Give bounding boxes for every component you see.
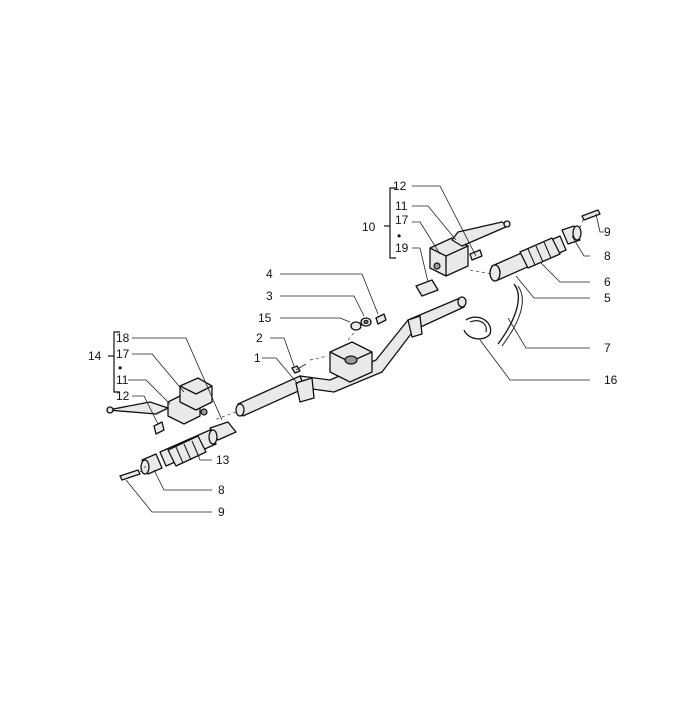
label-g1-12: 12 [393,179,407,193]
leader-lines [125,185,604,513]
cable-and-clip [463,283,523,347]
label-l-8: 8 [218,483,225,497]
label-l-9: 9 [218,505,225,519]
label-g1-11: 11 [395,199,408,213]
label-g2-dot: • [118,361,122,375]
label-c-3: 3 [266,289,273,303]
group-brackets [108,187,396,393]
part-labels: 12 11 17 • 19 10 9 8 6 5 7 16 4 3 15 2 1… [88,179,618,519]
label-g1-17: 17 [395,213,409,227]
handlebar-tube [235,296,467,417]
label-l-13: 13 [216,453,230,467]
center-hardware [291,313,387,374]
label-r-9: 9 [604,225,611,239]
label-r-5: 5 [604,291,611,305]
label-g1-19: 19 [395,241,409,255]
label-r-16: 16 [604,373,618,387]
label-c-15: 15 [258,311,272,325]
left-grip [119,429,218,481]
label-g2-18: 18 [116,331,130,345]
label-g1-10: 10 [362,220,376,234]
right-switch-assembly [415,220,511,297]
label-r-8: 8 [604,249,611,263]
label-g2-12: 12 [116,389,130,403]
left-switch-assembly [106,377,237,441]
label-g2-17: 17 [116,347,130,361]
center-clamp [329,341,373,383]
assembly-lines [139,217,585,473]
label-r-6: 6 [604,275,611,289]
label-r-7: 7 [604,341,611,355]
label-g1-dot: • [397,229,401,243]
label-c-1: 1 [254,351,261,365]
label-c-4: 4 [266,267,273,281]
label-g2-11: 11 [116,373,129,387]
label-g2-14: 14 [88,349,102,363]
right-grip [489,209,601,282]
label-c-2: 2 [256,331,263,345]
